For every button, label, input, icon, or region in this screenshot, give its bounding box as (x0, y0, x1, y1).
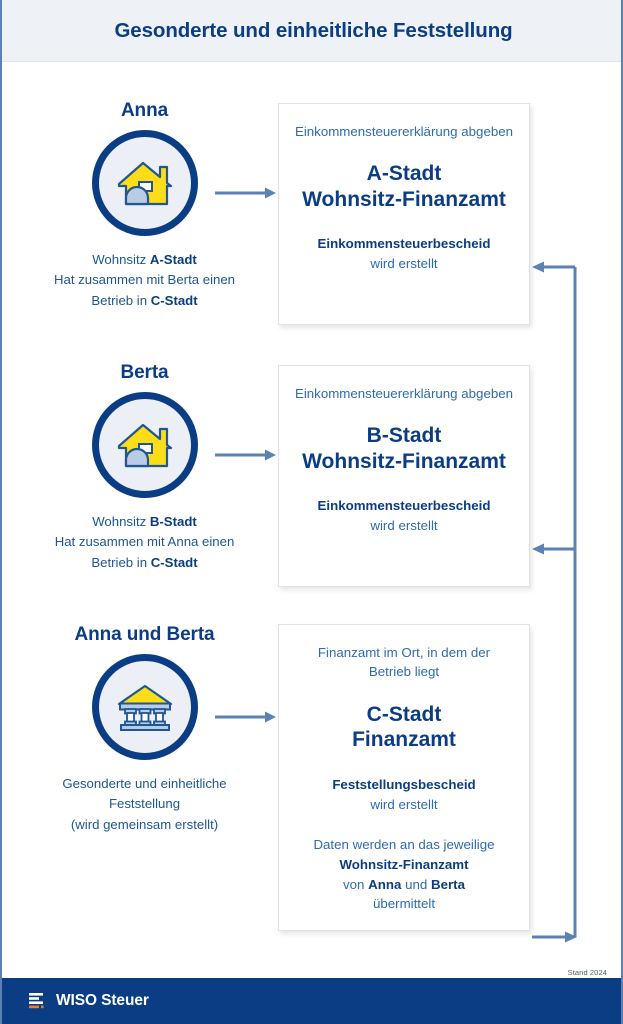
person-name: Anna und Berta (74, 624, 215, 645)
page-header: Gesonderte und einheitliche Feststellung (2, 0, 621, 62)
arrow-right-icon (215, 448, 277, 462)
card-result: Einkommensteuerbescheid wird erstellt (293, 234, 515, 274)
person-name: Anna (120, 100, 169, 121)
transfer-strong: Wohnsitz-Finanzamt (339, 856, 469, 872)
desc-line-1: Wohnsitz A-Stadt (12, 250, 277, 270)
wiso-logo-icon (29, 992, 44, 1008)
bank-building-icon (91, 654, 198, 760)
card-office-name: B-Stadt Wohnsitz-Finanzamt (293, 423, 515, 474)
card-lede: Finanzamt im Ort, in dem der Betrieb lie… (293, 643, 515, 682)
page-title: Gesonderte und einheitliche Feststellung (114, 18, 513, 42)
transfer-pre: von (343, 876, 365, 892)
person-description: Wohnsitz B-Stadt Hat zusammen mit Anna e… (12, 512, 277, 573)
card-transfer-note: Daten werden an das jeweilige Wohnsitz-F… (293, 835, 515, 915)
result-strong: Einkommensteuerbescheid (317, 236, 491, 252)
brand-name: WISO Steuer (56, 992, 149, 1009)
card-lede: Einkommensteuererklärung abgeben (294, 124, 514, 139)
person-berta: Berta Wohnsitz B-Stadt Hat zusammen mit … (12, 362, 277, 573)
desc-value: C-Stadt (150, 292, 198, 308)
result-text: wird erstellt (370, 256, 438, 272)
result-strong: Feststellungsbescheid (332, 776, 476, 792)
desc-value: C-Stadt (150, 554, 198, 570)
arrow-right-icon (215, 710, 277, 724)
desc-line-3: Betrieb in C-Stadt (12, 291, 277, 311)
office-line-1: A-Stadt (366, 162, 442, 186)
page-footer: WISO Steuer (2, 978, 621, 1024)
desc-label: Betrieb in (91, 292, 148, 308)
desc-label: Betrieb in (91, 554, 148, 570)
transfer-name-2: Berta (431, 876, 465, 892)
arrow-right-icon (215, 186, 277, 200)
card-office-name: A-Stadt Wohnsitz-Finanzamt (293, 161, 515, 212)
person-description: Gesonderte und einheitliche Feststellung… (12, 774, 277, 835)
lede-line-2: Betrieb liegt (368, 664, 440, 680)
result-text: wird erstellt (370, 518, 438, 534)
result-text: wird erstellt (370, 796, 438, 812)
desc-label: Wohnsitz (92, 514, 147, 529)
desc-label: Wohnsitz (92, 252, 147, 267)
desc-line-2: Hat zusammen mit Berta einen (53, 272, 236, 288)
person-anna: Anna Wohnsitz A-Stadt Hat zusammen mit B… (12, 100, 277, 311)
desc-line-2: Feststellung (108, 796, 181, 812)
brand-logo[interactable]: WISO Steuer (29, 992, 149, 1011)
stand-note: Stand 2024 (567, 968, 607, 977)
row-berta: Berta Wohnsitz B-Stadt Hat zusammen mit … (2, 362, 621, 622)
office-line-2: Wohnsitz-Finanzamt (302, 187, 506, 211)
card-office-name: C-Stadt Finanzamt (293, 702, 515, 753)
lede-line-1: Finanzamt im Ort, in dem der (317, 645, 491, 660)
desc-line-3: (wird gemeinsam erstellt) (70, 816, 219, 832)
transfer-name-1: Anna (368, 876, 402, 892)
card-c-stadt-finanzamt: Finanzamt im Ort, in dem der Betrieb lie… (278, 624, 530, 931)
office-line-1: C-Stadt (366, 702, 442, 726)
office-line-2: Wohnsitz-Finanzamt (302, 449, 506, 473)
result-strong: Einkommensteuerbescheid (317, 498, 491, 514)
person-name: Berta (120, 362, 169, 383)
card-result: Einkommensteuerbescheid wird erstellt (293, 496, 515, 536)
house-icon (91, 392, 198, 498)
desc-line-2: Hat zusammen mit Anna einen (54, 534, 235, 550)
card-lede: Einkommensteuererklärung abgeben (294, 386, 514, 401)
house-icon (91, 130, 198, 236)
card-anna-finanzamt: Einkommensteuererklärung abgeben A-Stadt… (278, 103, 530, 325)
desc-value: B-Stadt (149, 514, 197, 529)
transfer-line-4: übermittelt (372, 896, 436, 912)
card-result: Feststellungsbescheid wird erstellt (293, 775, 515, 815)
desc-line-1: Gesonderte und einheitliche (62, 776, 227, 791)
row-anna-und-berta: Anna und Berta (2, 624, 621, 954)
office-line-2: Finanzamt (352, 728, 456, 752)
person-description: Wohnsitz A-Stadt Hat zusammen mit Berta … (12, 250, 277, 311)
office-line-1: B-Stadt (366, 424, 442, 448)
person-anna-und-berta: Anna und Berta (12, 624, 277, 835)
transfer-mid: und (405, 876, 428, 892)
desc-line-3: Betrieb in C-Stadt (12, 553, 277, 573)
card-berta-finanzamt: Einkommensteuererklärung abgeben B-Stadt… (278, 365, 530, 587)
diagram-canvas: Anna Wohnsitz A-Stadt Hat zusammen mit B… (2, 62, 621, 970)
row-anna: Anna Wohnsitz A-Stadt Hat zusammen mit B… (2, 100, 621, 360)
desc-line-1: Wohnsitz B-Stadt (12, 512, 277, 532)
desc-value: A-Stadt (149, 252, 197, 267)
transfer-line-1: Daten werden an das jeweilige (313, 836, 495, 852)
